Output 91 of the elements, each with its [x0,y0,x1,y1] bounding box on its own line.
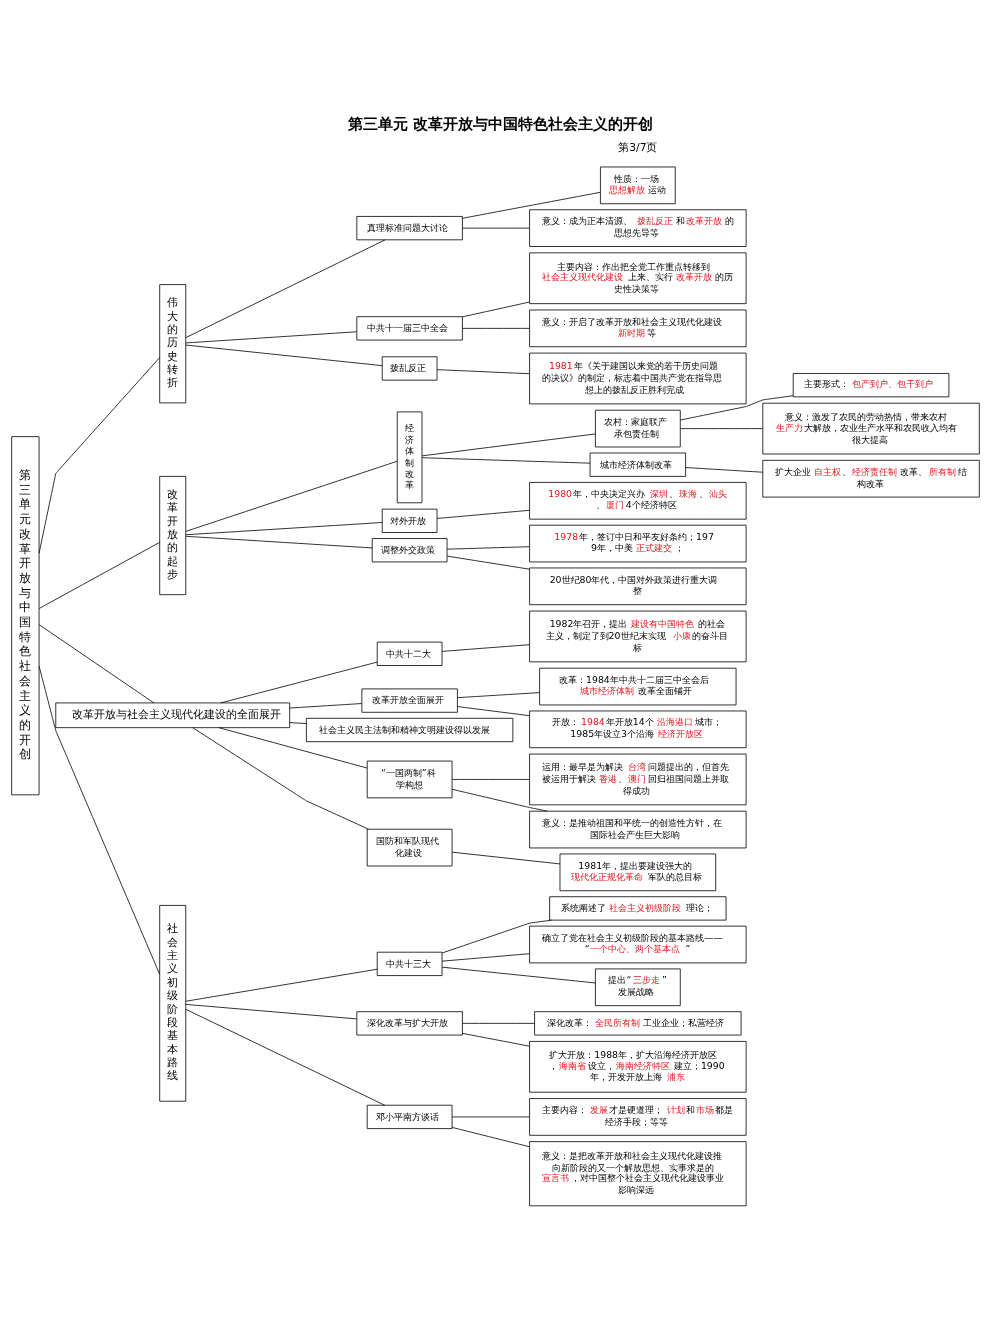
node-box: 调整外交政策 [371,537,447,562]
connector [288,702,362,708]
node-box: 中共十一届三中全会 [355,315,463,340]
connector [461,227,530,229]
node-box: 农村：家庭联产承包责任制 [594,409,681,447]
node-box: “一国两制”科学构想 [366,760,452,798]
node-box: 改革开放与社会主义现代化建设的全面展开 [54,702,290,728]
connector [461,1022,535,1024]
node-box: 运用：最早是为解决台湾问题提出的，但首先被运用于解决香港、澳门回归祖国问题上并取得成功 [528,753,746,805]
connector [679,394,793,420]
node-box: 拨乱反正 [381,355,437,381]
node-box: 扩大企业自主权、经济责任制改革、所有制结构改革 [761,459,980,497]
node-box: 性质：一场思想解放运动 [599,166,676,204]
node-box: 意义：是推动祖国和平统一的创造性方针，在国际社会产生巨大影响 [528,810,746,848]
node-box: 第三单元改革开放与中国特色社会主义的开创 [10,435,39,795]
connector [219,661,377,703]
connector [684,466,763,473]
node-box: 社会主义民主法制和精神文明建设得以发展 [305,717,513,742]
node-box: 主要内容：作出把全党工作重点转移到社会主义现代化建设上来、实行改革开放的历史性决策等 [528,251,746,304]
node-box: 意义：开启了改革开放和社会主义现代化建设新时期等 [528,309,746,347]
node-box: 深化改革与扩大开放 [355,1010,463,1035]
connector [461,327,530,329]
connector [461,191,601,219]
node-box: 系统阐述了社会主义初级阶段理论； [548,895,726,920]
node-box: 深化改革：全民所有制工业企业；私营经济 [533,1010,741,1035]
node-box: 城市经济体制改革 [589,452,686,477]
connector [436,368,530,374]
connector [446,545,530,550]
node-box: 意义：激发了农民的劳动热情，带来农村生产力大解放，农业生产水平和农民收入均有很大提高 [761,402,980,454]
node-box: 主要内容：发展才是硬道理；计划和市场都是经济手段；等等 [528,1097,746,1136]
node-box: 意义：是把改革开放和社会主义现代化建设推向新阶段的又一个解放思想、实事求是的宣言书，对中国整个社会主义现代化建设事业影响深远 [528,1140,746,1206]
connector [217,726,367,768]
node-box: 对外开放 [381,508,437,533]
node-box: 1978年，签订中日和平友好条约；1979年，中美正式建交； [528,524,746,562]
node-box: 经济体制改革 [396,411,422,503]
connector [38,665,160,975]
connector [451,1126,530,1147]
diagram-title: 第三单元 改革开放与中国特色社会主义的开创 [347,114,653,132]
node-box: 扩大开放：1988年，扩大沿海经济开放区，海南省设立，海南经济特区建立；1990年，开发开放上海浦东 [528,1040,746,1093]
connector [185,460,397,532]
connector [38,356,160,554]
connector [288,721,307,724]
connector [38,541,160,609]
connector [185,344,383,366]
connector [451,1116,530,1117]
connector [436,509,530,519]
node-box: 社会主义初级阶段基本路线 [158,904,186,1102]
connector [456,705,530,716]
connector [185,521,383,535]
connector [185,1003,357,1019]
connector [446,555,530,570]
connector [461,301,530,317]
node-box: 20世纪80年代，中国对外政策进行重大调整 [528,567,746,605]
node-box: 主要形式：包产到户、包干到户 [792,372,949,397]
connector [679,427,763,429]
node-box: 提出“三步走”发展战略 [594,968,681,1006]
node-box: 1982年召开，提出建设有中国特色的社会主义，制定了到20世纪末实现小康的奋斗目标 [528,610,746,662]
connector [441,966,596,983]
connector [456,691,540,698]
connector [185,330,357,343]
node-box: 1980年，中央决定兴办深圳、珠海、汕头、厦门4个经济特区 [528,481,746,520]
connector [185,968,377,1002]
connector [451,788,548,812]
node-box: 改革开放全面展开 [360,688,458,713]
connector [185,238,385,338]
connector [451,851,560,864]
connector [461,1032,530,1047]
connector [441,952,530,962]
node-box: 邓小平南方谈话 [366,1104,452,1129]
connector [441,919,552,953]
node-box: 中共十二大 [376,641,442,666]
label: 第3/7页 [617,140,657,154]
connector [185,535,373,548]
node-box: 1981年，提出要建设强大的现代化正规化革命军队的总目标 [559,853,716,891]
connector [38,623,154,703]
connector [441,643,530,652]
connector [451,778,530,780]
connector [191,726,369,829]
node-box: 意义：成为正本清源、拨乱反正和改革开放的思想先导等 [528,208,746,247]
connector [421,456,590,464]
node-box: 1981年《关于建国以来党的若干历史问题的决议》的制定，标志着中国共产党在指导思想上的拨乱反正胜利完成 [528,352,746,404]
node-box: 改革：1984年中共十二届三中全会后城市经济体制改革全面铺开 [538,667,736,705]
node-box: 开放：1984年开放14个沿海港口城市；1985年设立3个沿海经济开放区 [528,710,746,748]
node-box: 伟大的历史转折 [158,283,186,403]
node-box: 国防和军队现代化建设 [366,828,452,866]
node-box: 中共十三大 [376,951,442,976]
node-box: 确立了党在社会主义初级阶段的基本路线——“一个中心、两个基本点” [528,925,746,963]
connector [185,1008,385,1106]
node-box: 真理标准问题大讨论 [355,215,463,240]
node-box: 改革开放的起步 [158,475,186,595]
connector [421,433,596,456]
